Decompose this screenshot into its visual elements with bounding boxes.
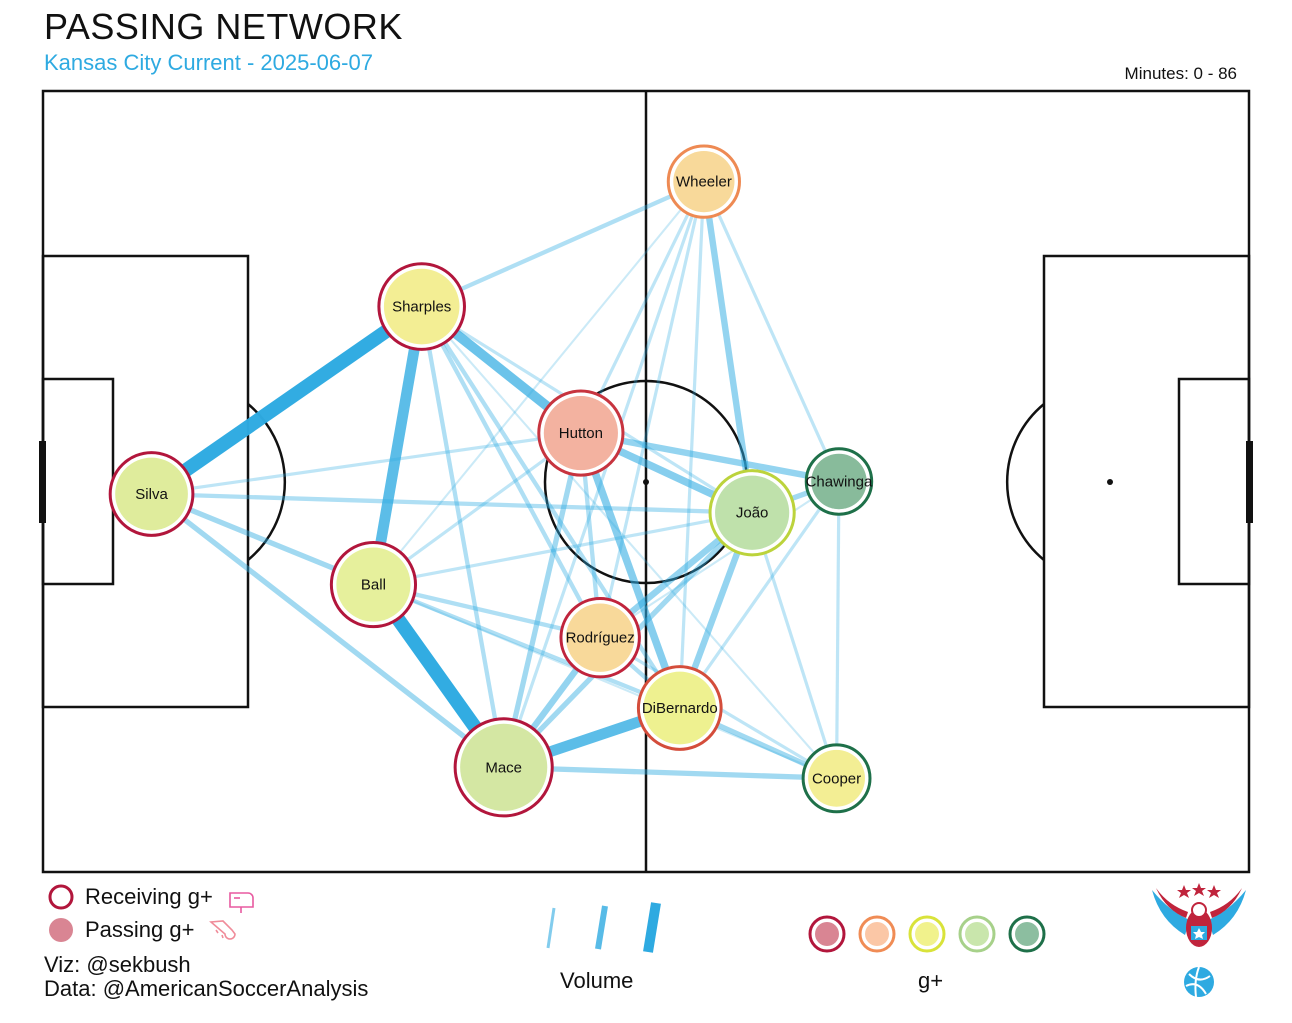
player-name-label: Wheeler	[676, 174, 732, 191]
player-node: Wheeler	[666, 144, 741, 219]
player-passing-fill	[336, 547, 411, 622]
player-node: Cooper	[801, 743, 872, 814]
pass-line	[147, 300, 426, 500]
player-passing-fill	[383, 268, 460, 345]
player-node: Sharples	[377, 262, 466, 351]
data-credit: Data: @AmericanSoccerAnalysis	[44, 976, 369, 1001]
player-passing-fill	[460, 723, 548, 811]
pass-line	[501, 432, 584, 768]
player-node: Chawinga	[804, 447, 874, 516]
player-node: DiBernardo	[636, 665, 723, 751]
player-name-label: Sharples	[392, 299, 451, 316]
receiving-legend: Receiving g+	[85, 884, 213, 910]
player-passing-fill	[811, 453, 867, 510]
pass-line	[750, 512, 839, 779]
player-name-label: Mace	[485, 759, 522, 776]
pass-line	[678, 480, 841, 709]
player-passing-fill	[543, 395, 618, 471]
right-penalty-area	[1042, 254, 1251, 709]
pass-line	[419, 305, 603, 639]
pass-line	[579, 180, 706, 434]
page-subtitle: Kansas City Current - 2025-06-07	[44, 50, 373, 75]
pass-line	[834, 481, 841, 779]
player-node: Rodríguez	[559, 597, 641, 679]
player-node: Silva	[108, 451, 195, 537]
viz-credit: Viz: @sekbush	[44, 952, 191, 977]
player-name-label: Chawinga	[806, 474, 873, 491]
player-passing-fill	[115, 457, 188, 531]
player-node: João	[708, 469, 796, 557]
pitch-markings	[41, 89, 1251, 874]
player-name-label: Rodríguez	[566, 630, 635, 647]
pass-line	[678, 181, 706, 709]
right-penalty-spot	[1107, 479, 1113, 485]
pass-line	[373, 511, 753, 587]
player-passing-fill	[808, 749, 865, 807]
pass-line	[372, 582, 681, 710]
pass-line	[149, 491, 506, 770]
pass-line	[420, 179, 705, 309]
player-node: Mace	[453, 717, 554, 818]
center-spot	[643, 479, 649, 485]
player-name-label: João	[736, 505, 769, 522]
pass-line	[598, 181, 706, 639]
player-name-label: DiBernardo	[642, 700, 718, 717]
volume-legend-label: Volume	[560, 968, 634, 993]
pass-line	[368, 305, 428, 586]
passing-legend: Passing g+	[85, 917, 194, 943]
minutes-range: Minutes: 0 - 86	[1124, 64, 1237, 83]
player-passing-fill	[643, 671, 717, 745]
player-node: Ball	[329, 541, 418, 629]
right-goal	[1246, 441, 1253, 523]
pass-line	[580, 429, 840, 485]
player-passing-fill	[715, 475, 790, 550]
pass-line	[420, 305, 838, 779]
pass-line	[373, 583, 837, 780]
passing-legend-label: Passing g+	[85, 917, 195, 942]
player-name-label: Silva	[135, 486, 168, 503]
player-name-label: Ball	[361, 577, 386, 594]
pass-line	[503, 764, 837, 781]
gplus-legend-label: g+	[918, 968, 944, 993]
pass-line	[702, 180, 841, 483]
player-passing-fill	[565, 603, 635, 672]
pass-line	[151, 431, 582, 496]
pass-line	[151, 491, 753, 515]
pass-line	[372, 180, 705, 586]
player-node: Hutton	[537, 389, 625, 477]
left-goal-area	[41, 377, 115, 586]
right-penalty-arc	[1005, 403, 1045, 561]
left-goal	[39, 441, 46, 523]
page-title: PASSING NETWORK	[44, 6, 403, 47]
player-passing-fill	[673, 150, 735, 213]
right-goal-area	[1177, 377, 1251, 586]
player-name-label: Cooper	[812, 770, 861, 787]
pass-line	[502, 181, 706, 768]
pass-line	[599, 480, 840, 639]
player-name-label: Hutton	[559, 425, 603, 442]
pass-line	[577, 431, 684, 710]
pass-line	[419, 306, 506, 768]
pass-line	[700, 181, 756, 514]
receiving-legend-label: Receiving g+	[85, 884, 213, 909]
